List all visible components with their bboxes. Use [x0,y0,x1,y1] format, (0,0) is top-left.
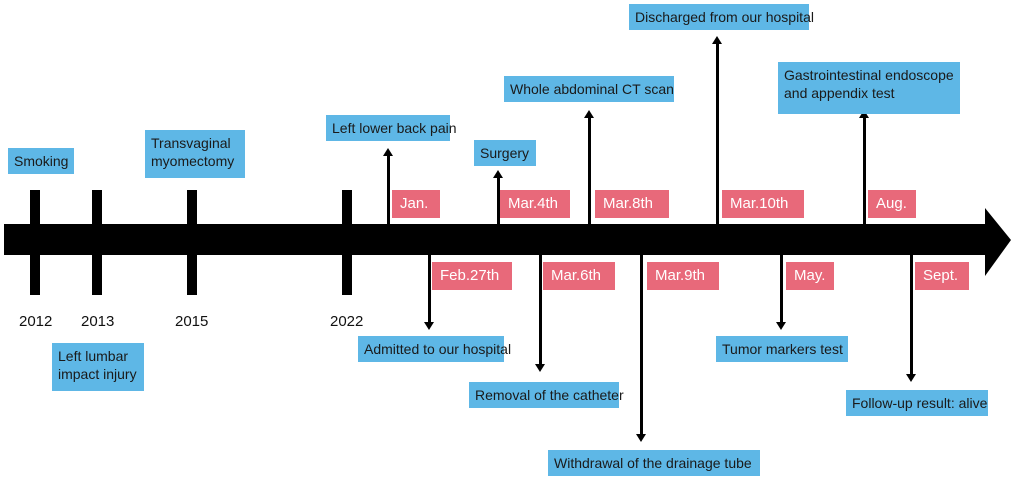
date-tag-mar4: Mar.4th [500,190,570,218]
timeline-arrowhead [985,208,1011,276]
connector-line [539,255,542,365]
date-tag-feb27: Feb.27th [432,262,512,290]
connector-line [910,255,913,375]
tick-2012 [30,190,40,295]
event-discharged: Discharged from our hospital [629,4,814,30]
connector-line [428,255,431,323]
event-lumbar-injury: Left lumbar impact injury [52,343,144,391]
date-tag-mar8: Mar.8th [595,190,669,218]
event-tumor-markers: Tumor markers test [716,336,848,362]
tick-2015 [187,190,197,295]
tick-2022 [342,190,352,295]
arrow-up-icon [383,148,393,156]
date-tag-mar6: Mar.6th [543,262,615,290]
date-tag-mar9: Mar.9th [647,262,719,290]
date-tag-jan: Jan. [392,190,440,218]
arrow-down-icon [535,364,545,372]
event-drainage: Withdrawal of the drainage tube [548,450,760,476]
tick-2013 [92,190,102,295]
arrow-down-icon [636,434,646,442]
connector-line [863,118,866,225]
arrow-down-icon [424,322,434,330]
arrow-up-icon [584,110,594,118]
date-tag-may: May. [786,262,834,290]
arrow-up-icon [859,110,869,118]
connector-line [780,255,783,323]
year-label: 2015 [175,313,209,330]
connector-line [640,255,643,435]
year-label: 2012 [19,313,53,330]
date-tag-mar10: Mar.10th [722,190,804,218]
connector-line [497,178,500,225]
event-back-pain: Left lower back pain [326,115,457,141]
event-ct-scan: Whole abdominal CT scan [504,76,674,102]
year-label: 2022 [330,313,364,330]
year-label: 2013 [81,313,115,330]
arrow-down-icon [906,374,916,382]
connector-line [387,155,390,225]
connector-line [716,44,719,225]
event-admitted: Admitted to our hospital [358,336,511,362]
arrow-up-icon [712,36,722,44]
event-catheter: Removal of the catheter [469,382,624,408]
event-surgery: Surgery [474,140,536,166]
event-myomectomy: Transvaginal myomectomy [145,130,245,178]
connector-line [588,118,591,225]
event-endoscope: Gastrointestinal endoscope and appendix … [778,62,960,114]
date-tag-sept: Sept. [915,262,969,290]
event-smoking: Smoking [8,148,74,174]
timeline-bar [4,224,988,255]
event-followup: Follow-up result: alive [846,390,988,416]
arrow-down-icon [776,322,786,330]
arrow-up-icon [493,170,503,178]
date-tag-aug: Aug. [868,190,916,218]
